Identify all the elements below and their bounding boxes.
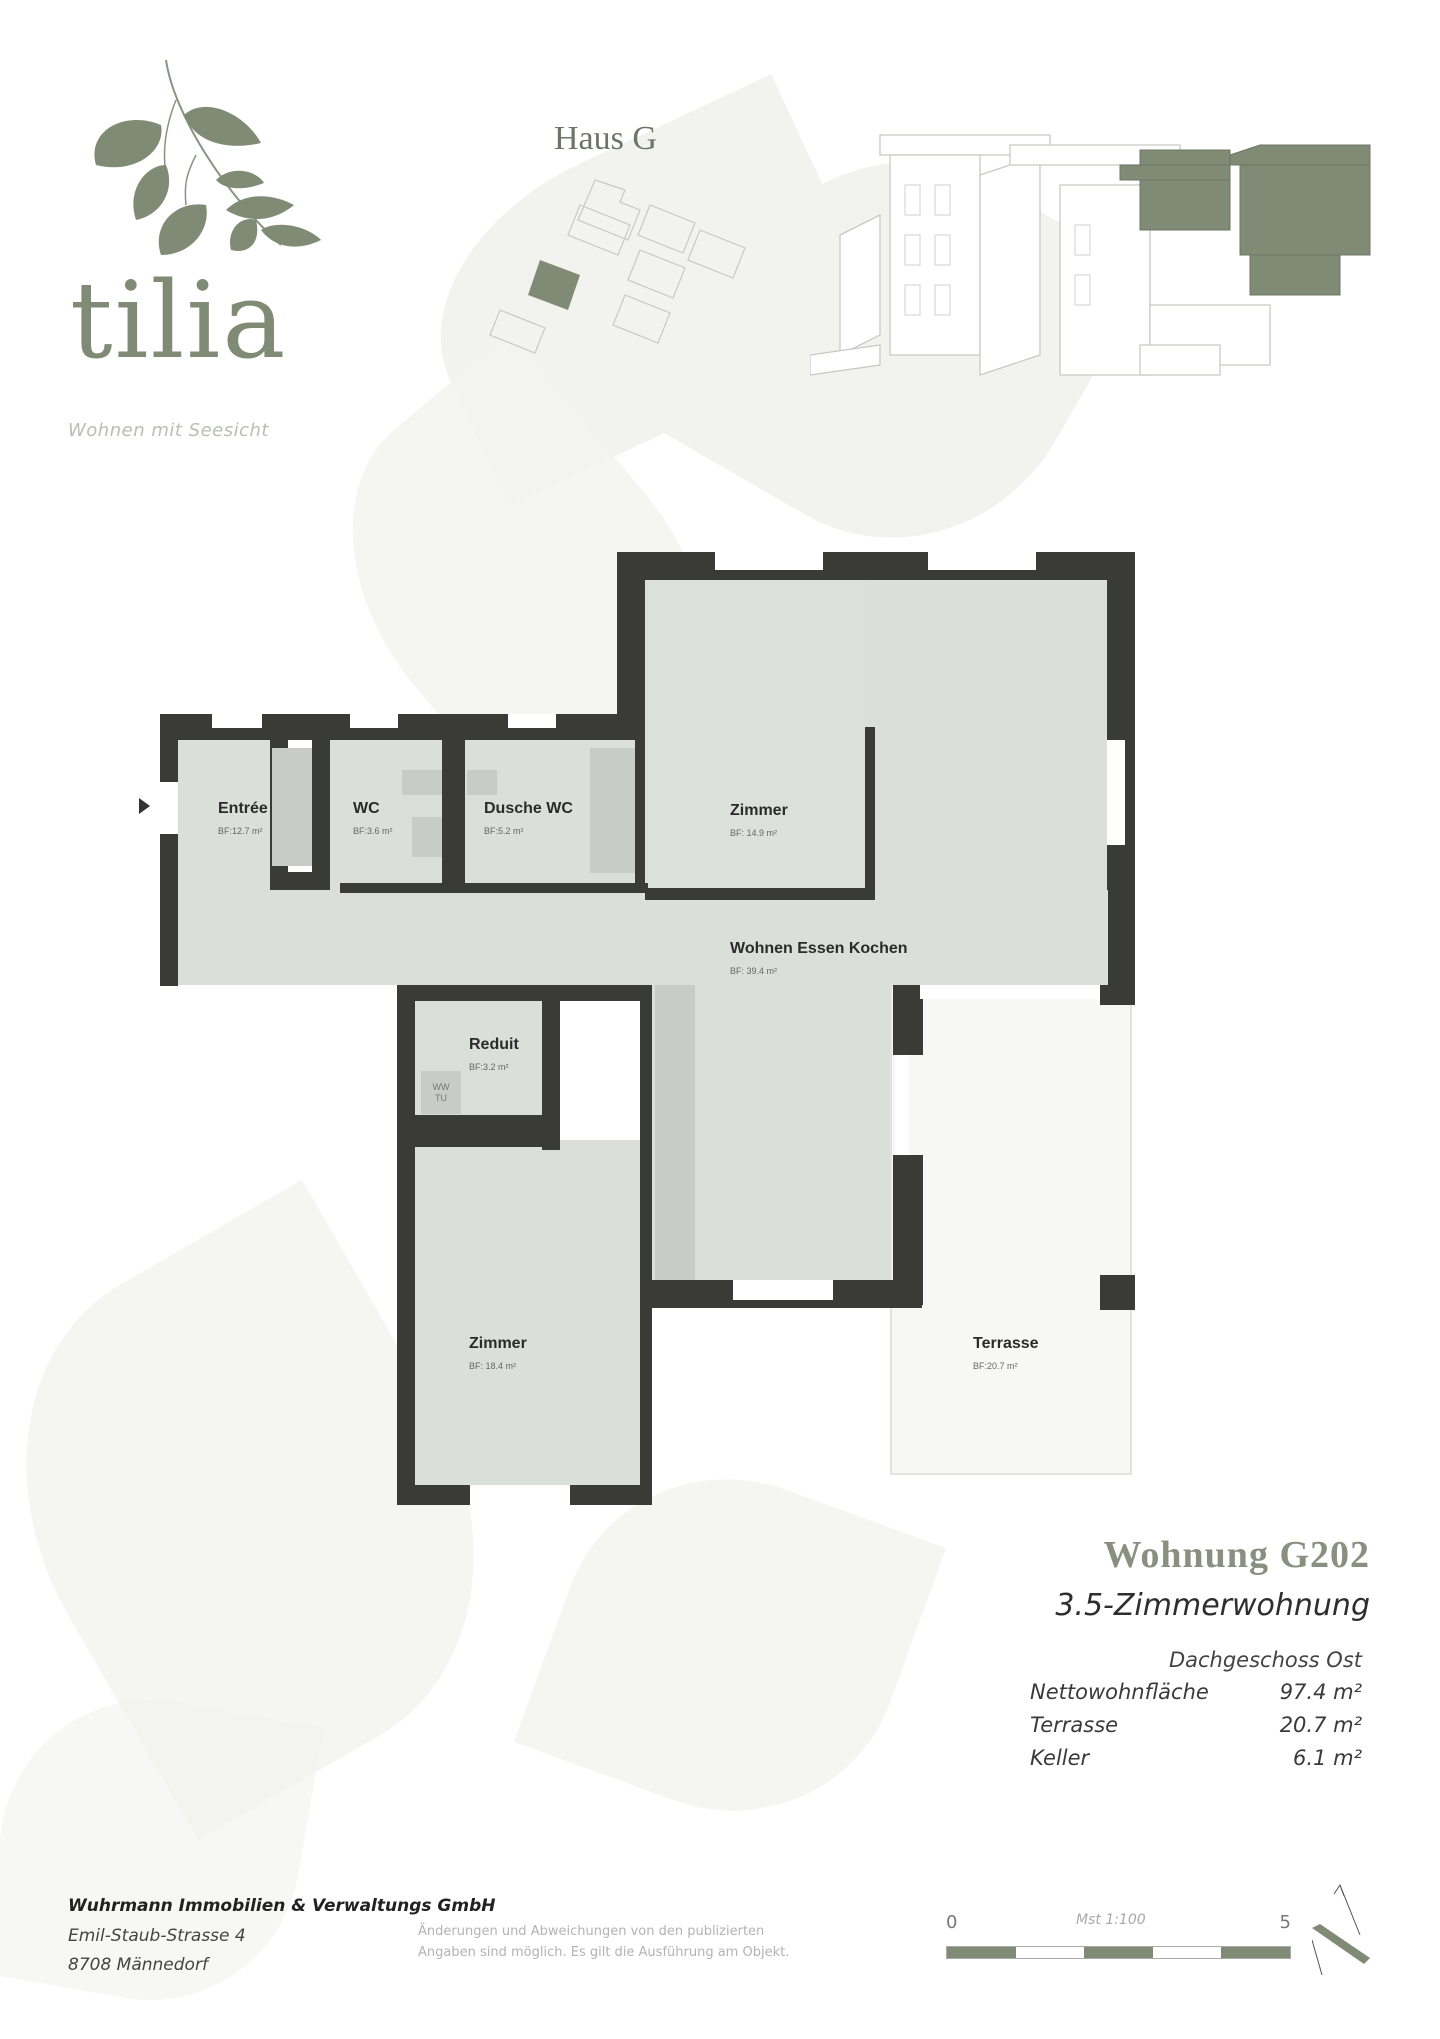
window [895,1055,909,1155]
shower [590,748,635,873]
spec-row: Keller 6.1 m² [1030,1746,1362,1770]
wall [635,740,645,892]
wall [640,985,652,1505]
disclaimer: Änderungen und Abweichungen von den publ… [418,1921,789,1963]
sink [412,817,442,857]
scale-end: 5 [1279,1912,1291,1933]
toilet [402,770,442,795]
spec-label: Nettowohnfläche [1030,1680,1209,1704]
wall [865,727,875,900]
room-label-dusche-wc: Dusche WC [484,800,573,817]
logo [66,55,326,269]
wall [397,985,652,1001]
window [350,714,398,728]
north-arrow-icon [1312,1883,1370,1976]
room-area-entree: BF:12.7 m² [218,826,263,836]
room-label-wc: WC [353,800,380,817]
building-isometric-diagram [810,134,1371,376]
spec-value: 97.4 m² [1279,1680,1362,1704]
wall [893,1155,923,1305]
scale-bar-segments [946,1946,1291,1959]
wall [160,714,178,986]
brand-tagline: Wohnen mit Seesicht [68,420,269,441]
room-label-wohnen-essen-kochen: Wohnen Essen Kochen [730,940,908,957]
terrace-area [890,985,1132,1475]
window [470,1485,570,1505]
wardrobe [272,748,312,866]
site-plan-diagram [489,179,746,354]
washer-dryer: WW TU [421,1071,461,1114]
dryer-label: TU [435,1092,447,1103]
room-label-terrasse: Terrasse [973,1335,1039,1352]
spec-label: Terrasse [1030,1713,1119,1737]
leaf-branch-icon [94,59,321,255]
wall [542,985,560,1150]
room-label-zimmer-2: Zimmer [469,1335,527,1352]
scale-label: Mst 1:100 [1076,1912,1146,1928]
window [715,552,823,570]
room-label-zimmer-1: Zimmer [730,802,788,819]
sink [467,770,497,795]
entry-door-opening [160,782,178,834]
washer-label: WW [432,1081,450,1092]
brand-name: tilia [70,259,288,382]
room-area-dusche-wc: BF:5.2 m² [484,826,524,836]
building-label: Haus G [554,120,657,157]
room-area-wc: BF:3.6 m² [353,826,393,836]
entrance-arrow-icon [139,798,150,814]
room-area-reduit: BF:3.2 m² [469,1062,509,1072]
spec-label: Keller [1030,1746,1090,1770]
wall [415,1115,560,1147]
floor-entree [178,740,270,890]
window [1107,740,1125,845]
wall [617,552,1135,580]
wall [893,985,923,1055]
wall [442,740,465,890]
apartment-title: Wohnung G202 [1103,1534,1370,1576]
floor-bedroom2 [415,1140,640,1485]
wall [397,985,415,1505]
spec-row: Terrasse 20.7 m² [1030,1713,1362,1737]
company-city: 8708 Männedorf [68,1955,208,1975]
disclaimer-line-1: Änderungen und Abweichungen von den publ… [418,1924,765,1939]
window [928,552,1036,570]
spec-row: Nettowohnfläche 97.4 m² [1030,1680,1362,1704]
floor-wc [330,740,442,890]
window [733,1280,833,1300]
kitchen-counter [655,985,695,1280]
company-name: Wuhrmann Immobilien & Verwaltungs GmbH [68,1896,496,1916]
wall [312,740,330,890]
spec-value: 20.7 m² [1279,1713,1362,1737]
window [212,714,262,728]
pillar [1100,1275,1135,1310]
room-area-zimmer-2: BF: 18.4 m² [469,1361,517,1371]
wall [645,888,873,900]
apartment-floor: Dachgeschoss Ost [1168,1648,1362,1672]
apartment-subtitle: 3.5-Zimmerwohnung [1055,1588,1370,1623]
floor-bedroom1 [648,582,865,888]
window [508,714,556,728]
room-area-zimmer-1: BF: 14.9 m² [730,828,778,838]
company-street: Emil-Staub-Strasse 4 [68,1926,246,1946]
wall [340,883,650,893]
disclaimer-line-2: Angaben sind möglich. Es gilt die Ausfüh… [418,1945,790,1960]
room-area-wohnen-essen-kochen: BF: 39.4 m² [730,966,778,976]
spec-value: 6.1 m² [1293,1746,1362,1770]
scale-bar: 0 Mst 1:100 5 [946,1910,1291,1970]
room-label-entree: Entrée [218,800,268,817]
room-label-reduit: Reduit [469,1036,519,1053]
room-area-terrasse: BF:20.7 m² [973,1361,1018,1371]
window [920,985,1100,999]
scale-start: 0 [946,1912,958,1933]
